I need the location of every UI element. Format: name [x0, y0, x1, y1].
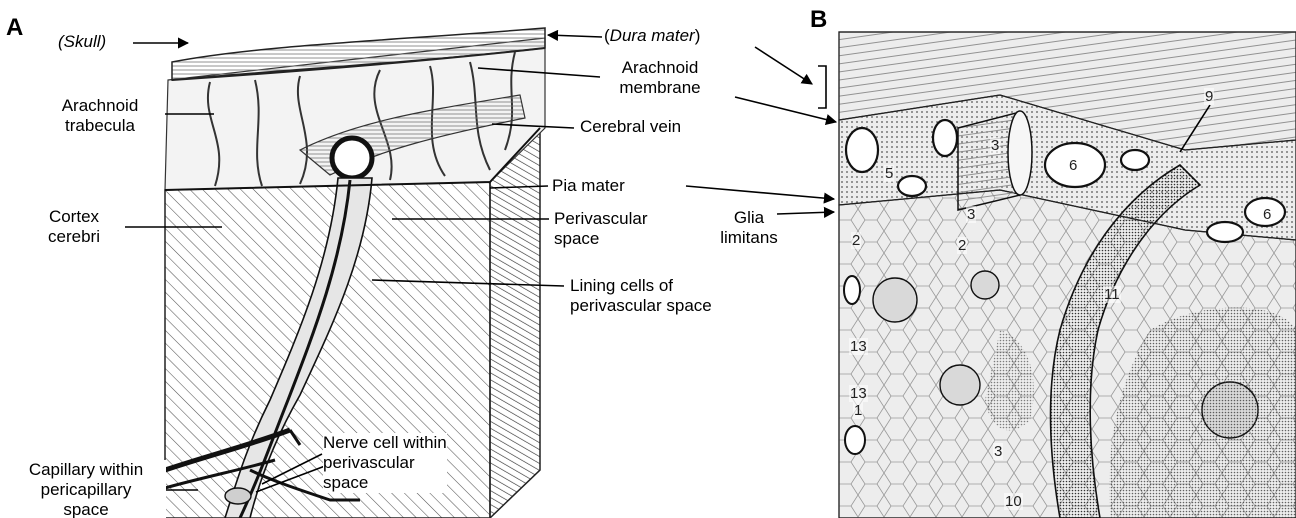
- b-number-9: 9: [1204, 88, 1214, 105]
- b-number-13: 13: [849, 385, 868, 402]
- b-number-3: 3: [966, 206, 976, 223]
- panel-letter-b: B: [810, 6, 827, 34]
- label-arachnoid-membrane: Arachnoid membrane: [600, 58, 720, 98]
- label-pia-mater: Pia mater: [552, 176, 625, 196]
- b-number-10: 10: [1004, 493, 1023, 510]
- b-number-2: 2: [851, 232, 861, 249]
- label-lining-cells: Lining cells of perivascular space: [570, 276, 712, 316]
- b-number-3: 3: [990, 137, 1000, 154]
- label-capillary: Capillary within pericapillary space: [6, 460, 166, 518]
- label-glia-limitans: Glia limitans: [718, 208, 780, 248]
- b-number-1: 1: [853, 402, 863, 419]
- label-dura-mater: (Dura mater): [604, 26, 700, 46]
- b-number-3: 3: [993, 443, 1003, 460]
- label-perivascular-space: Perivascular space: [554, 209, 648, 249]
- b-number-13: 13: [849, 338, 868, 355]
- nerve-cell: [225, 488, 251, 504]
- b-number-2: 2: [957, 237, 967, 254]
- label-skull: (Skull): [58, 32, 106, 52]
- label-nerve-cell: Nerve cell within perivascular space: [323, 433, 447, 493]
- b-number-6: 6: [1068, 157, 1078, 174]
- vessel-cross-section: [332, 138, 372, 178]
- panel-b-drawing: [839, 32, 1296, 518]
- label-arachnoid-trabecula: Arachnoid trabecula: [40, 96, 160, 136]
- label-cerebral-vein: Cerebral vein: [580, 117, 681, 137]
- dura-close-paren: ): [695, 26, 701, 45]
- panel-letter-a: A: [6, 14, 23, 42]
- dura-name: Dura mater: [610, 26, 695, 45]
- b-number-6: 6: [1262, 206, 1272, 223]
- label-cortex-cerebri: Cortex cerebri: [24, 207, 124, 247]
- b-number-11: 11: [1103, 286, 1121, 303]
- b-number-5: 5: [884, 165, 894, 182]
